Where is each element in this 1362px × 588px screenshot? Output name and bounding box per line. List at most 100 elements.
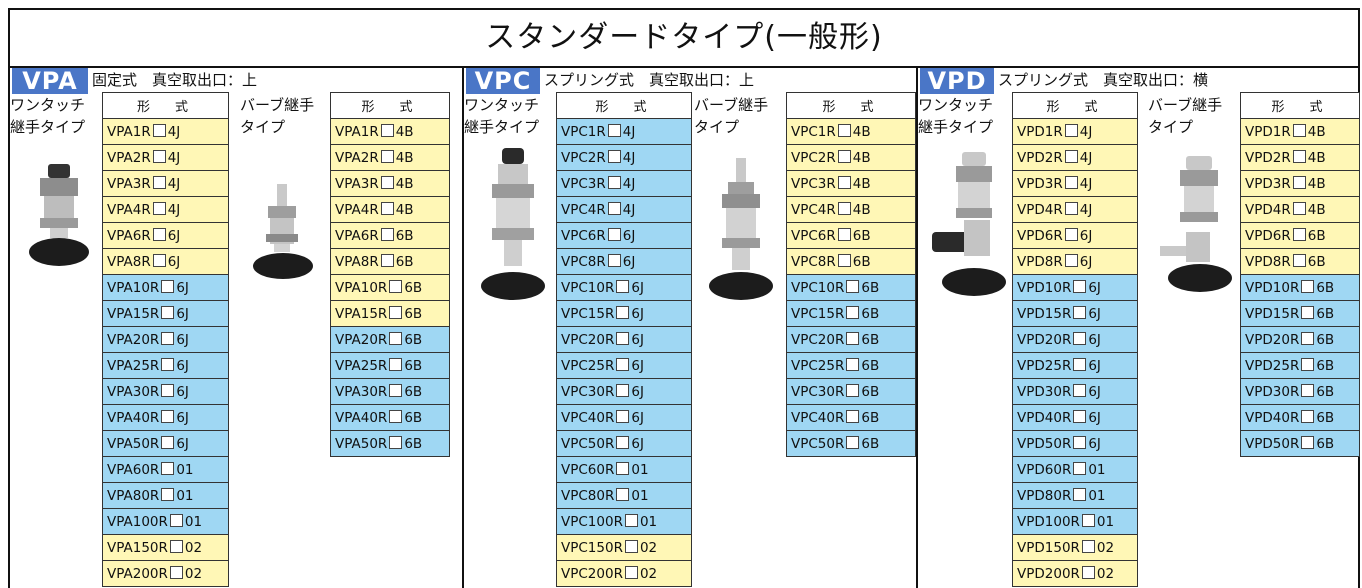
option-box-icon	[1073, 357, 1087, 371]
model-prefix: VPA8R	[107, 253, 151, 270]
group-header: スプリング式 真空取出口：上	[544, 71, 755, 89]
series-badge: VPD	[920, 68, 994, 95]
model-suffix: 6B	[1316, 331, 1335, 348]
vacuum-pad-barb-image	[709, 158, 773, 300]
option-box-icon	[616, 331, 630, 345]
option-box-icon	[1064, 149, 1078, 163]
option-box-icon	[616, 461, 630, 475]
option-box-icon	[169, 513, 183, 527]
option-box-icon	[169, 565, 183, 579]
model-prefix: VPD25R	[1017, 357, 1072, 374]
option-box-icon	[607, 227, 621, 241]
model-prefix: VPC80R	[561, 487, 615, 504]
model-prefix: VPC6R	[791, 227, 836, 244]
model-prefix: VPA30R	[107, 383, 160, 400]
model-prefix: VPC8R	[791, 253, 836, 270]
model-prefix: VPC200R	[561, 565, 623, 582]
model-prefix: VPD20R	[1017, 331, 1072, 348]
model-suffix: 6J	[631, 357, 644, 374]
model-suffix: 4B	[1307, 123, 1326, 140]
option-box-icon	[837, 227, 851, 241]
model-suffix: 6J	[631, 383, 644, 400]
option-box-icon	[1292, 201, 1306, 215]
option-box-icon	[1081, 565, 1095, 579]
model-suffix: 6J	[167, 227, 181, 244]
option-box-icon	[389, 331, 403, 345]
model-prefix: VPA15R	[335, 305, 388, 322]
model-suffix: 4B	[395, 175, 414, 192]
model-suffix: 01	[631, 461, 649, 478]
model-suffix: 6B	[861, 279, 880, 296]
model-suffix: 6B	[1316, 409, 1335, 426]
one-touch-label: ワンタッチ継手タイプ	[464, 96, 540, 136]
model-suffix: 01	[176, 487, 194, 504]
option-box-icon	[1292, 149, 1306, 163]
model-prefix: VPA3R	[335, 175, 379, 192]
model-suffix: 4J	[622, 149, 636, 166]
model-suffix: 4B	[852, 123, 871, 140]
model-suffix: 6J	[1079, 253, 1093, 270]
option-box-icon	[380, 201, 394, 215]
model-suffix: 6J	[622, 227, 636, 244]
model-prefix: VPD40R	[1017, 409, 1072, 426]
option-box-icon	[161, 487, 175, 501]
model-suffix: 4B	[852, 201, 871, 218]
option-box-icon	[1064, 123, 1078, 137]
vacuum-pad-one-touch-image	[29, 164, 89, 266]
model-prefix: VPC25R	[561, 357, 615, 374]
option-box-icon	[1301, 409, 1315, 423]
model-prefix: VPA2R	[107, 149, 151, 166]
table-row: VPC25R 6J	[556, 352, 692, 379]
option-box-icon	[1064, 175, 1078, 189]
option-box-icon	[1073, 305, 1087, 319]
model-suffix: 6J	[631, 305, 644, 322]
model-suffix: 6B	[395, 227, 414, 244]
option-box-icon	[1081, 539, 1095, 553]
